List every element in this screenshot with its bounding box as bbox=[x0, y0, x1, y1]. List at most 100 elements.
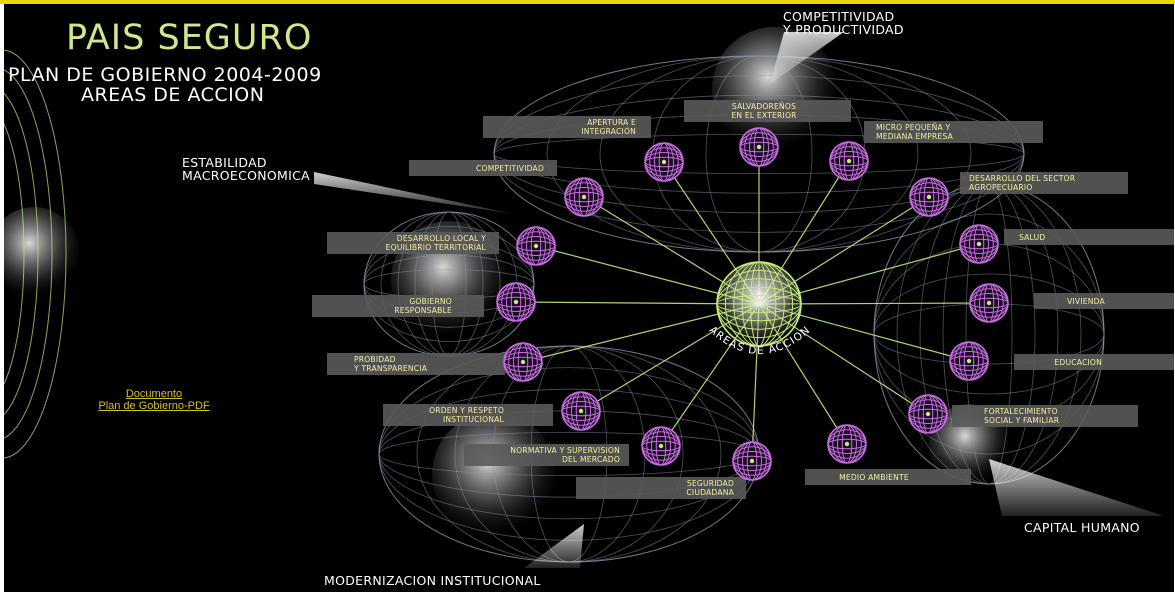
area-globe-meridian bbox=[649, 142, 679, 182]
area-label-text: VIVIENDA bbox=[1067, 297, 1105, 306]
far-left-arc bbox=[4, 92, 39, 416]
center-globe-meridian bbox=[724, 261, 794, 347]
area-label-line: SALUD bbox=[1019, 233, 1045, 242]
area-globe-parallel bbox=[732, 446, 772, 476]
beam-competitividad bbox=[770, 32, 844, 84]
area-globe-parallel bbox=[644, 147, 684, 177]
area-label-line: PROBIDAD bbox=[354, 355, 396, 364]
area-globe-node bbox=[578, 408, 584, 414]
area-globe-8 bbox=[503, 342, 543, 382]
area-label-line: NORMATIVA Y SUPERVISION bbox=[510, 446, 620, 455]
plan-subtitle: PLAN DE GOBIERNO 2004-2009 bbox=[8, 64, 322, 86]
area-globe-meridian bbox=[521, 226, 551, 266]
area-label-line: SEGURIDAD bbox=[687, 479, 734, 488]
area-globe-parallel bbox=[908, 399, 948, 429]
area-label-text: EDUCACION bbox=[1054, 358, 1102, 367]
area-globe-parallel bbox=[969, 288, 1009, 318]
area-label-16: SALUD bbox=[1004, 229, 1174, 245]
area-globe-4 bbox=[564, 177, 604, 217]
area-globe-node bbox=[661, 159, 667, 165]
document-link-line2[interactable]: Plan de Gobierno-PDF bbox=[98, 400, 210, 412]
area-globe-node bbox=[749, 458, 755, 464]
area-globe-parallel bbox=[503, 347, 543, 377]
beam-estabilidad bbox=[314, 172, 514, 214]
area-label-line: AGROPECUARIO bbox=[969, 183, 1033, 192]
area-label-line: INTEGRACIÓN bbox=[581, 127, 636, 136]
sphere-capital-humano-parallel bbox=[873, 213, 1105, 455]
area-globe-meridian bbox=[566, 391, 596, 431]
area-globe-meridian bbox=[913, 394, 943, 434]
center-globe-parallel bbox=[716, 269, 802, 339]
area-globe-parallel bbox=[827, 429, 867, 459]
group-label-estabilidad: ESTABILIDAD MACROECONOMICA bbox=[182, 155, 310, 183]
area-label-line: Y TRANSPARENCIA bbox=[353, 364, 428, 373]
area-globe-node bbox=[846, 158, 852, 164]
area-label-box bbox=[483, 116, 651, 138]
area-globe-node bbox=[976, 241, 982, 247]
area-globe-meridian bbox=[954, 341, 984, 381]
document-pdf-link[interactable]: Documento Plan de Gobierno-PDF bbox=[66, 388, 242, 412]
area-label-line: EDUCACION bbox=[1054, 358, 1102, 367]
area-globe-14 bbox=[949, 341, 989, 381]
area-globe-meridian bbox=[646, 426, 676, 466]
area-globe-parallel bbox=[564, 182, 604, 212]
area-globe-parallel bbox=[641, 431, 681, 461]
area-label-text: SALUD bbox=[1019, 233, 1045, 242]
area-globe-meridian bbox=[744, 127, 774, 167]
area-globe-12 bbox=[827, 424, 867, 464]
document-link-line1[interactable]: Documento bbox=[125, 388, 183, 400]
beam-modernizacion bbox=[524, 524, 584, 568]
center-globe-glow bbox=[717, 262, 801, 346]
area-label-box bbox=[327, 232, 499, 254]
area-label-line: CIUDADANA bbox=[686, 488, 734, 497]
areas-subtitle: AREAS DE ACCION bbox=[81, 84, 265, 106]
area-globe-15 bbox=[969, 283, 1009, 323]
area-label-line: APERTURA E bbox=[587, 118, 636, 127]
area-label-box bbox=[952, 405, 1138, 427]
far-left-arc bbox=[4, 122, 25, 386]
area-globe-parallel bbox=[739, 132, 779, 162]
area-globe-9 bbox=[561, 391, 601, 431]
area-globe-node bbox=[844, 441, 850, 447]
area-globe-10 bbox=[641, 426, 681, 466]
area-label-line: DESARROLLO DEL SECTOR bbox=[969, 174, 1076, 183]
area-globe-5 bbox=[909, 177, 949, 217]
area-label-line: DESARROLLO LOCAL Y bbox=[397, 234, 486, 243]
area-label-box bbox=[864, 121, 1043, 143]
area-label-14: EDUCACION bbox=[1014, 354, 1174, 370]
area-label-line: MEDIANA EMPRESA bbox=[876, 132, 954, 141]
area-label-box bbox=[1034, 293, 1174, 309]
area-label-box bbox=[464, 444, 629, 466]
area-label-line: RESPONSABLE bbox=[394, 306, 452, 315]
area-label-text: COMPETITIVIDAD bbox=[476, 164, 544, 173]
group-label-competitividad: COMPETITIVIDAD Y PRODUCTIVIDAD bbox=[783, 9, 904, 37]
area-label-line: EQUILIBRIO TERRITORIAL bbox=[386, 243, 487, 252]
area-globe-parallel bbox=[829, 146, 869, 176]
area-globe-meridian bbox=[737, 441, 767, 481]
area-globe-node bbox=[658, 443, 664, 449]
area-globe-parallel bbox=[516, 231, 556, 261]
area-globe-meridian bbox=[832, 424, 862, 464]
area-label-line: MICRO PEQUEÑA Y bbox=[876, 123, 951, 132]
area-globe-parallel bbox=[909, 182, 949, 212]
area-label-box bbox=[327, 353, 505, 375]
area-label-box bbox=[1004, 229, 1174, 245]
area-label-line: GOBIERNO bbox=[409, 297, 452, 306]
area-label-box bbox=[960, 172, 1128, 194]
area-globe-node bbox=[966, 358, 972, 364]
